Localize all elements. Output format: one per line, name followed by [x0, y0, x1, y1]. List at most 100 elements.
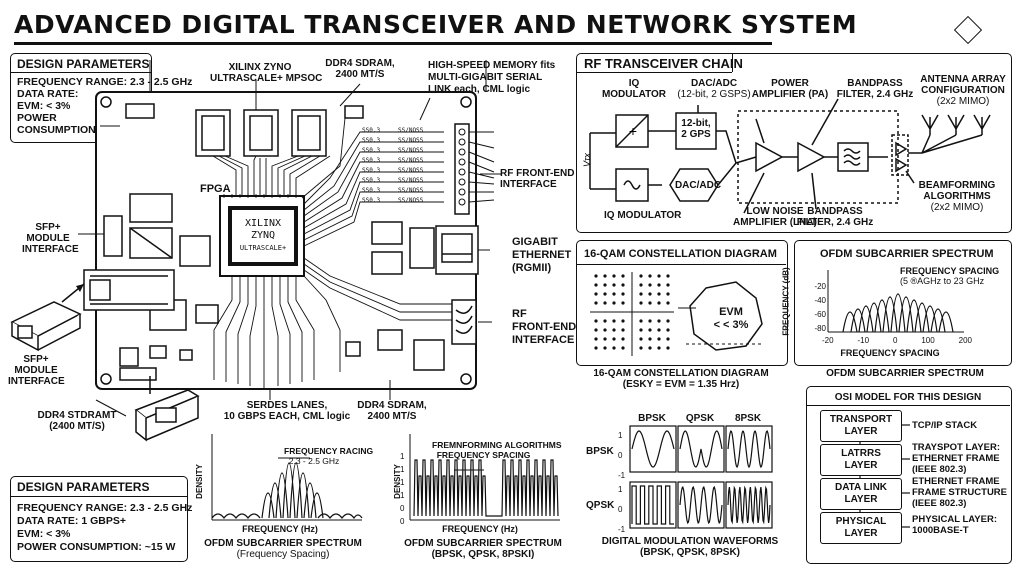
design-parameters-heading: DESIGN PARAMETERS	[17, 57, 150, 71]
subcarrier-lobe	[850, 308, 866, 333]
ofdm-mid-plot	[409, 434, 560, 521]
ofdm-left-plot	[211, 434, 363, 521]
fpga-pins	[223, 194, 297, 198]
mounting-hole	[100, 96, 112, 108]
ddr4-stdramt-label: DDR4 STDRAMT(2400 MT/S)	[37, 410, 117, 432]
subcarrier-lobe	[303, 482, 317, 519]
mod-col-qpsk: QPSK	[685, 413, 715, 424]
qam-point	[666, 319, 670, 323]
serdes-lanes-label: SERDES LANES,10 GBPS EACH, CML logic	[223, 400, 351, 422]
bus-label: SS/NOSS	[398, 187, 424, 194]
osi-arrows	[859, 424, 910, 528]
ofdm-mid-annotation: FREMNFORMING ALGORITHMS FREQUENCY SPACIN…	[432, 440, 562, 460]
param-line: DATA RATE:	[17, 88, 79, 100]
qam-point	[639, 301, 643, 305]
subcarrier-lobe	[275, 472, 289, 519]
subcarrier-lobe	[310, 492, 324, 519]
subcarrier-lobe	[890, 293, 906, 333]
mod-row-qpsk: QPSK	[586, 500, 615, 511]
qam-point	[666, 346, 670, 350]
ofdm-left-caption: OFDM SUBCARRIER SPECTRUM(Frequency Spaci…	[204, 538, 362, 560]
qam-point	[639, 319, 643, 323]
qam-point	[639, 292, 643, 296]
qam-point	[657, 274, 661, 278]
bus-label: SS0.3	[362, 197, 381, 204]
title-underline	[14, 42, 772, 45]
qam-point	[603, 292, 607, 296]
qam-point	[612, 319, 616, 323]
mounting-hole	[460, 373, 472, 385]
qam-point	[594, 292, 598, 296]
qam-point	[621, 328, 625, 332]
rf-interface-board	[451, 299, 477, 345]
qam-point	[648, 274, 652, 278]
board-frame	[149, 60, 487, 92]
osi-heading: OSI MODEL FOR THIS DESIGN	[834, 392, 982, 403]
qam-point	[666, 328, 670, 332]
mounting-hole	[100, 373, 112, 385]
leader-lines	[78, 80, 502, 417]
qam-point	[657, 319, 661, 323]
subcarrier-lobe	[296, 472, 310, 519]
subcarrier-lobe	[914, 302, 930, 333]
qam-point	[666, 337, 670, 341]
qam-point	[612, 337, 616, 341]
bus-label: SS0.3	[362, 187, 381, 194]
design-parameters-bottom: DESIGN PARAMETERS FREQUENCY RANGE: 2.3 -…	[10, 476, 192, 562]
dac-12bit-block-text: 12-bit,2 GPS	[681, 118, 711, 140]
qam-point	[639, 274, 643, 278]
8psk-wave	[727, 485, 771, 525]
ofdm-left-annotation: FREQUENCY RACING 2.3 - 2.5 GHz	[284, 446, 374, 466]
subcarrier-lobe	[858, 305, 874, 333]
qam-point	[603, 328, 607, 332]
bus-label: SS/NOSS	[398, 177, 424, 184]
ofdm-mid-waveform	[413, 459, 559, 517]
qam-point	[621, 283, 625, 287]
bus-label: SS/NOSS	[398, 157, 424, 164]
noise-floor	[317, 513, 363, 520]
subcarrier-lobe	[268, 482, 282, 519]
svg-text:+: +	[629, 123, 637, 139]
mounting-hole	[460, 96, 472, 108]
qam-point	[657, 328, 661, 332]
mod-row-bpsk: BPSK	[586, 446, 614, 457]
subcarrier-lobe	[906, 299, 922, 333]
ss-bus-labels-right: SS/NOSS SS/NOSS SS/NOSS SS/NOSS SS/NOSS …	[398, 126, 423, 206]
qam-point	[603, 346, 607, 350]
qam-point	[666, 283, 670, 287]
qam-constellation-panel	[576, 240, 788, 366]
param-line: DATA RATE: 1 GBPS+	[17, 515, 126, 527]
subcarrier-lobe	[289, 462, 303, 519]
qam-point	[639, 283, 643, 287]
qam-point	[594, 346, 598, 350]
page-title: ADVANCED DIGITAL TRANSCEIVER AND NETWORK…	[14, 10, 858, 39]
bus-label: SS0.3	[362, 127, 381, 134]
ddr4-top-label: DDR4 SDRAM,2400 MT/S	[325, 58, 395, 80]
qam-point	[648, 337, 652, 341]
subcarrier-lobe	[922, 305, 938, 333]
qam-point	[603, 283, 607, 287]
qam-point	[648, 328, 652, 332]
sfp-module-external-bottom	[134, 389, 200, 442]
memory-chips-bottom	[119, 329, 445, 381]
modulation-wave-paths	[631, 430, 771, 525]
rf-chain-diagram: + Vτx	[582, 98, 991, 214]
qam-point	[639, 346, 643, 350]
dac-adc-label: DAC/ADC(12-bit, 2 GSPS)	[677, 78, 751, 100]
qam-point	[594, 328, 598, 332]
ofdm-right-ylabel: FREQUENCY (dB)	[781, 267, 791, 336]
bpsk-wave	[631, 430, 675, 468]
osi-desc-transport: TCP/IP STACK	[912, 420, 978, 431]
qam-point	[666, 274, 670, 278]
